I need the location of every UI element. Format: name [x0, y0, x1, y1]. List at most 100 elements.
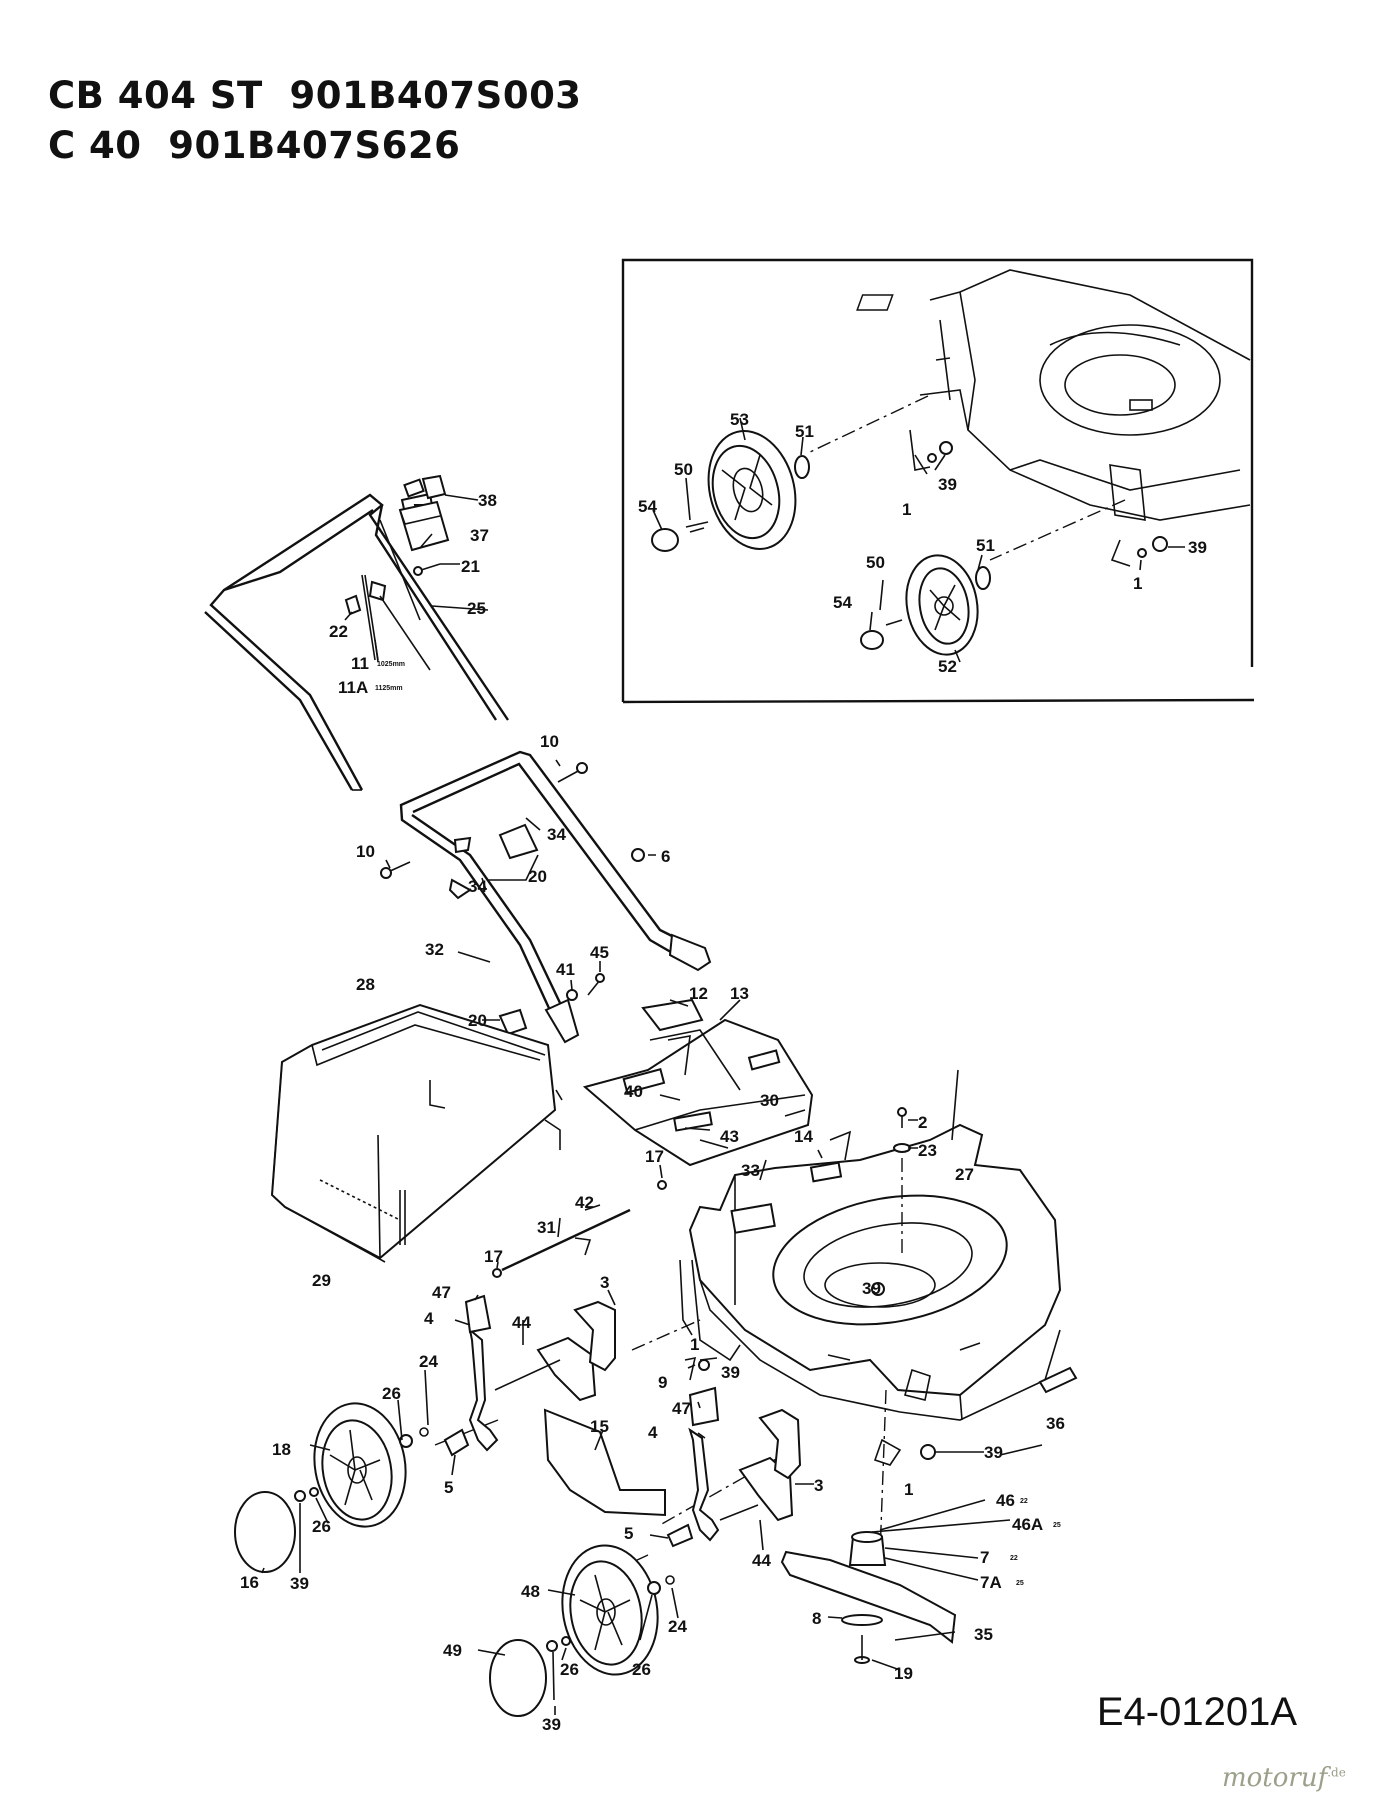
height-lever-4-right	[688, 1386, 720, 1542]
label-18: 18	[272, 1440, 291, 1459]
rear-flap-13	[582, 998, 814, 1167]
label-36: 36	[1046, 1414, 1065, 1433]
knob-20-lower	[498, 1008, 528, 1036]
label-43: 43	[720, 1127, 739, 1146]
bolt-10-lower	[380, 861, 411, 879]
label-9: 9	[658, 1373, 667, 1392]
hubcap-54-lower	[860, 630, 884, 650]
label-5-right: 5	[624, 1524, 633, 1543]
label-3-upper: 3	[600, 1273, 609, 1292]
hubcap-49	[489, 1639, 547, 1717]
label-24-left: 24	[419, 1352, 438, 1371]
screw-21	[413, 563, 441, 576]
bolt-2-washer-23	[893, 1107, 911, 1255]
watermark-text: motoruf	[1222, 1763, 1328, 1793]
label-39-right: 39	[984, 1443, 1003, 1462]
label-16: 16	[240, 1573, 259, 1592]
blade-bolt-19	[854, 1635, 870, 1664]
label-39-hubcap-left: 39	[290, 1574, 309, 1593]
bolt-50-upper	[685, 521, 709, 533]
label-54-lower: 54	[833, 593, 852, 612]
label-41: 41	[556, 960, 575, 979]
watermark-suffix: .de	[1327, 1765, 1346, 1780]
label-10-lower: 10	[356, 842, 375, 861]
strip-36	[1038, 1366, 1078, 1394]
blade-adapter-7	[848, 1531, 887, 1566]
label-32: 32	[425, 940, 444, 959]
label-1-deck: 1	[690, 1335, 699, 1354]
bolt-1-deck	[684, 1356, 697, 1381]
label-26-left-lower: 26	[312, 1517, 331, 1536]
washer-26-left	[309, 1487, 319, 1497]
front-wheel-18	[313, 1402, 407, 1528]
rear-wheel-53	[707, 430, 810, 550]
nut-39-deck	[698, 1359, 710, 1371]
label-33: 33	[741, 1161, 760, 1180]
label-7A-note: 25	[1016, 1580, 1024, 1587]
label-11A-note: 1125mm	[375, 685, 403, 692]
label-44-lower: 44	[752, 1551, 771, 1570]
label-39-mid: 39	[721, 1363, 740, 1382]
label-11-note: 1025mm	[377, 661, 405, 668]
label-11A: 11A	[338, 678, 368, 697]
label-34-lower: 34	[468, 877, 487, 896]
label-7: 7	[980, 1548, 989, 1567]
label-13: 13	[730, 984, 749, 1003]
label-25: 25	[467, 599, 486, 618]
diagram-title-line-2: C 40 901B407S626	[48, 124, 461, 167]
label-20-upper: 20	[528, 867, 547, 886]
label-29: 29	[312, 1271, 331, 1290]
label-7A: 7A	[980, 1573, 1002, 1592]
label-30: 30	[760, 1091, 779, 1110]
bolt-45	[587, 973, 605, 996]
label-17-lower: 17	[484, 1247, 503, 1266]
rod-31	[492, 1208, 631, 1278]
label-39-inset-lower: 39	[1188, 538, 1207, 557]
label-40: 40	[624, 1082, 643, 1101]
label-50-lower: 50	[866, 553, 885, 572]
label-23: 23	[918, 1141, 937, 1160]
label-11: 11	[351, 654, 369, 673]
washer-26-right	[561, 1636, 571, 1646]
label-26-right-outer: 26	[560, 1660, 579, 1679]
label-27: 27	[955, 1165, 974, 1184]
label-39-inset-upper: 39	[938, 475, 957, 494]
label-48: 48	[521, 1582, 540, 1601]
axle-bracket-44-left	[494, 1336, 597, 1402]
label-20-lower: 20	[468, 1011, 487, 1030]
label-26-right-inner: 26	[632, 1660, 651, 1679]
label-42: 42	[575, 1193, 594, 1212]
diagram-title-line-1: CB 404 ST 901B407S003	[48, 74, 582, 117]
bracket-3-lower	[758, 1408, 802, 1480]
lower-handle-32	[399, 750, 712, 1044]
label-38: 38	[478, 491, 497, 510]
label-45: 45	[590, 943, 609, 962]
label-21: 21	[461, 557, 480, 576]
label-3-lower: 3	[814, 1476, 823, 1495]
label-8: 8	[812, 1609, 821, 1628]
label-2: 2	[918, 1113, 927, 1132]
label-10-upper: 10	[540, 732, 559, 751]
label-54-upper: 54	[638, 497, 657, 516]
upper-handle-25	[204, 493, 509, 791]
bolt-5-right	[666, 1523, 694, 1548]
label-53: 53	[730, 410, 749, 429]
label-46-note: 22	[1020, 1498, 1028, 1505]
clip-38	[421, 474, 447, 500]
label-1-inset-upper: 1	[902, 500, 911, 519]
plate-1-rear	[873, 1438, 902, 1466]
label-46: 46	[996, 1491, 1015, 1510]
nut-6	[631, 848, 645, 862]
hubcap-16	[234, 1491, 296, 1573]
deflector-15	[543, 1408, 666, 1517]
label-24-right: 24	[668, 1617, 687, 1636]
label-4-upper: 4	[424, 1309, 434, 1328]
label-39-deck: 39	[862, 1279, 881, 1298]
label-51-lower: 51	[976, 536, 995, 555]
nut-39-right	[546, 1640, 558, 1652]
hubcap-54-upper	[651, 528, 679, 552]
bolt-5-left	[443, 1428, 470, 1457]
label-12: 12	[689, 984, 708, 1003]
label-39-hubcap-right: 39	[542, 1715, 561, 1734]
label-34-upper: 34	[547, 825, 566, 844]
